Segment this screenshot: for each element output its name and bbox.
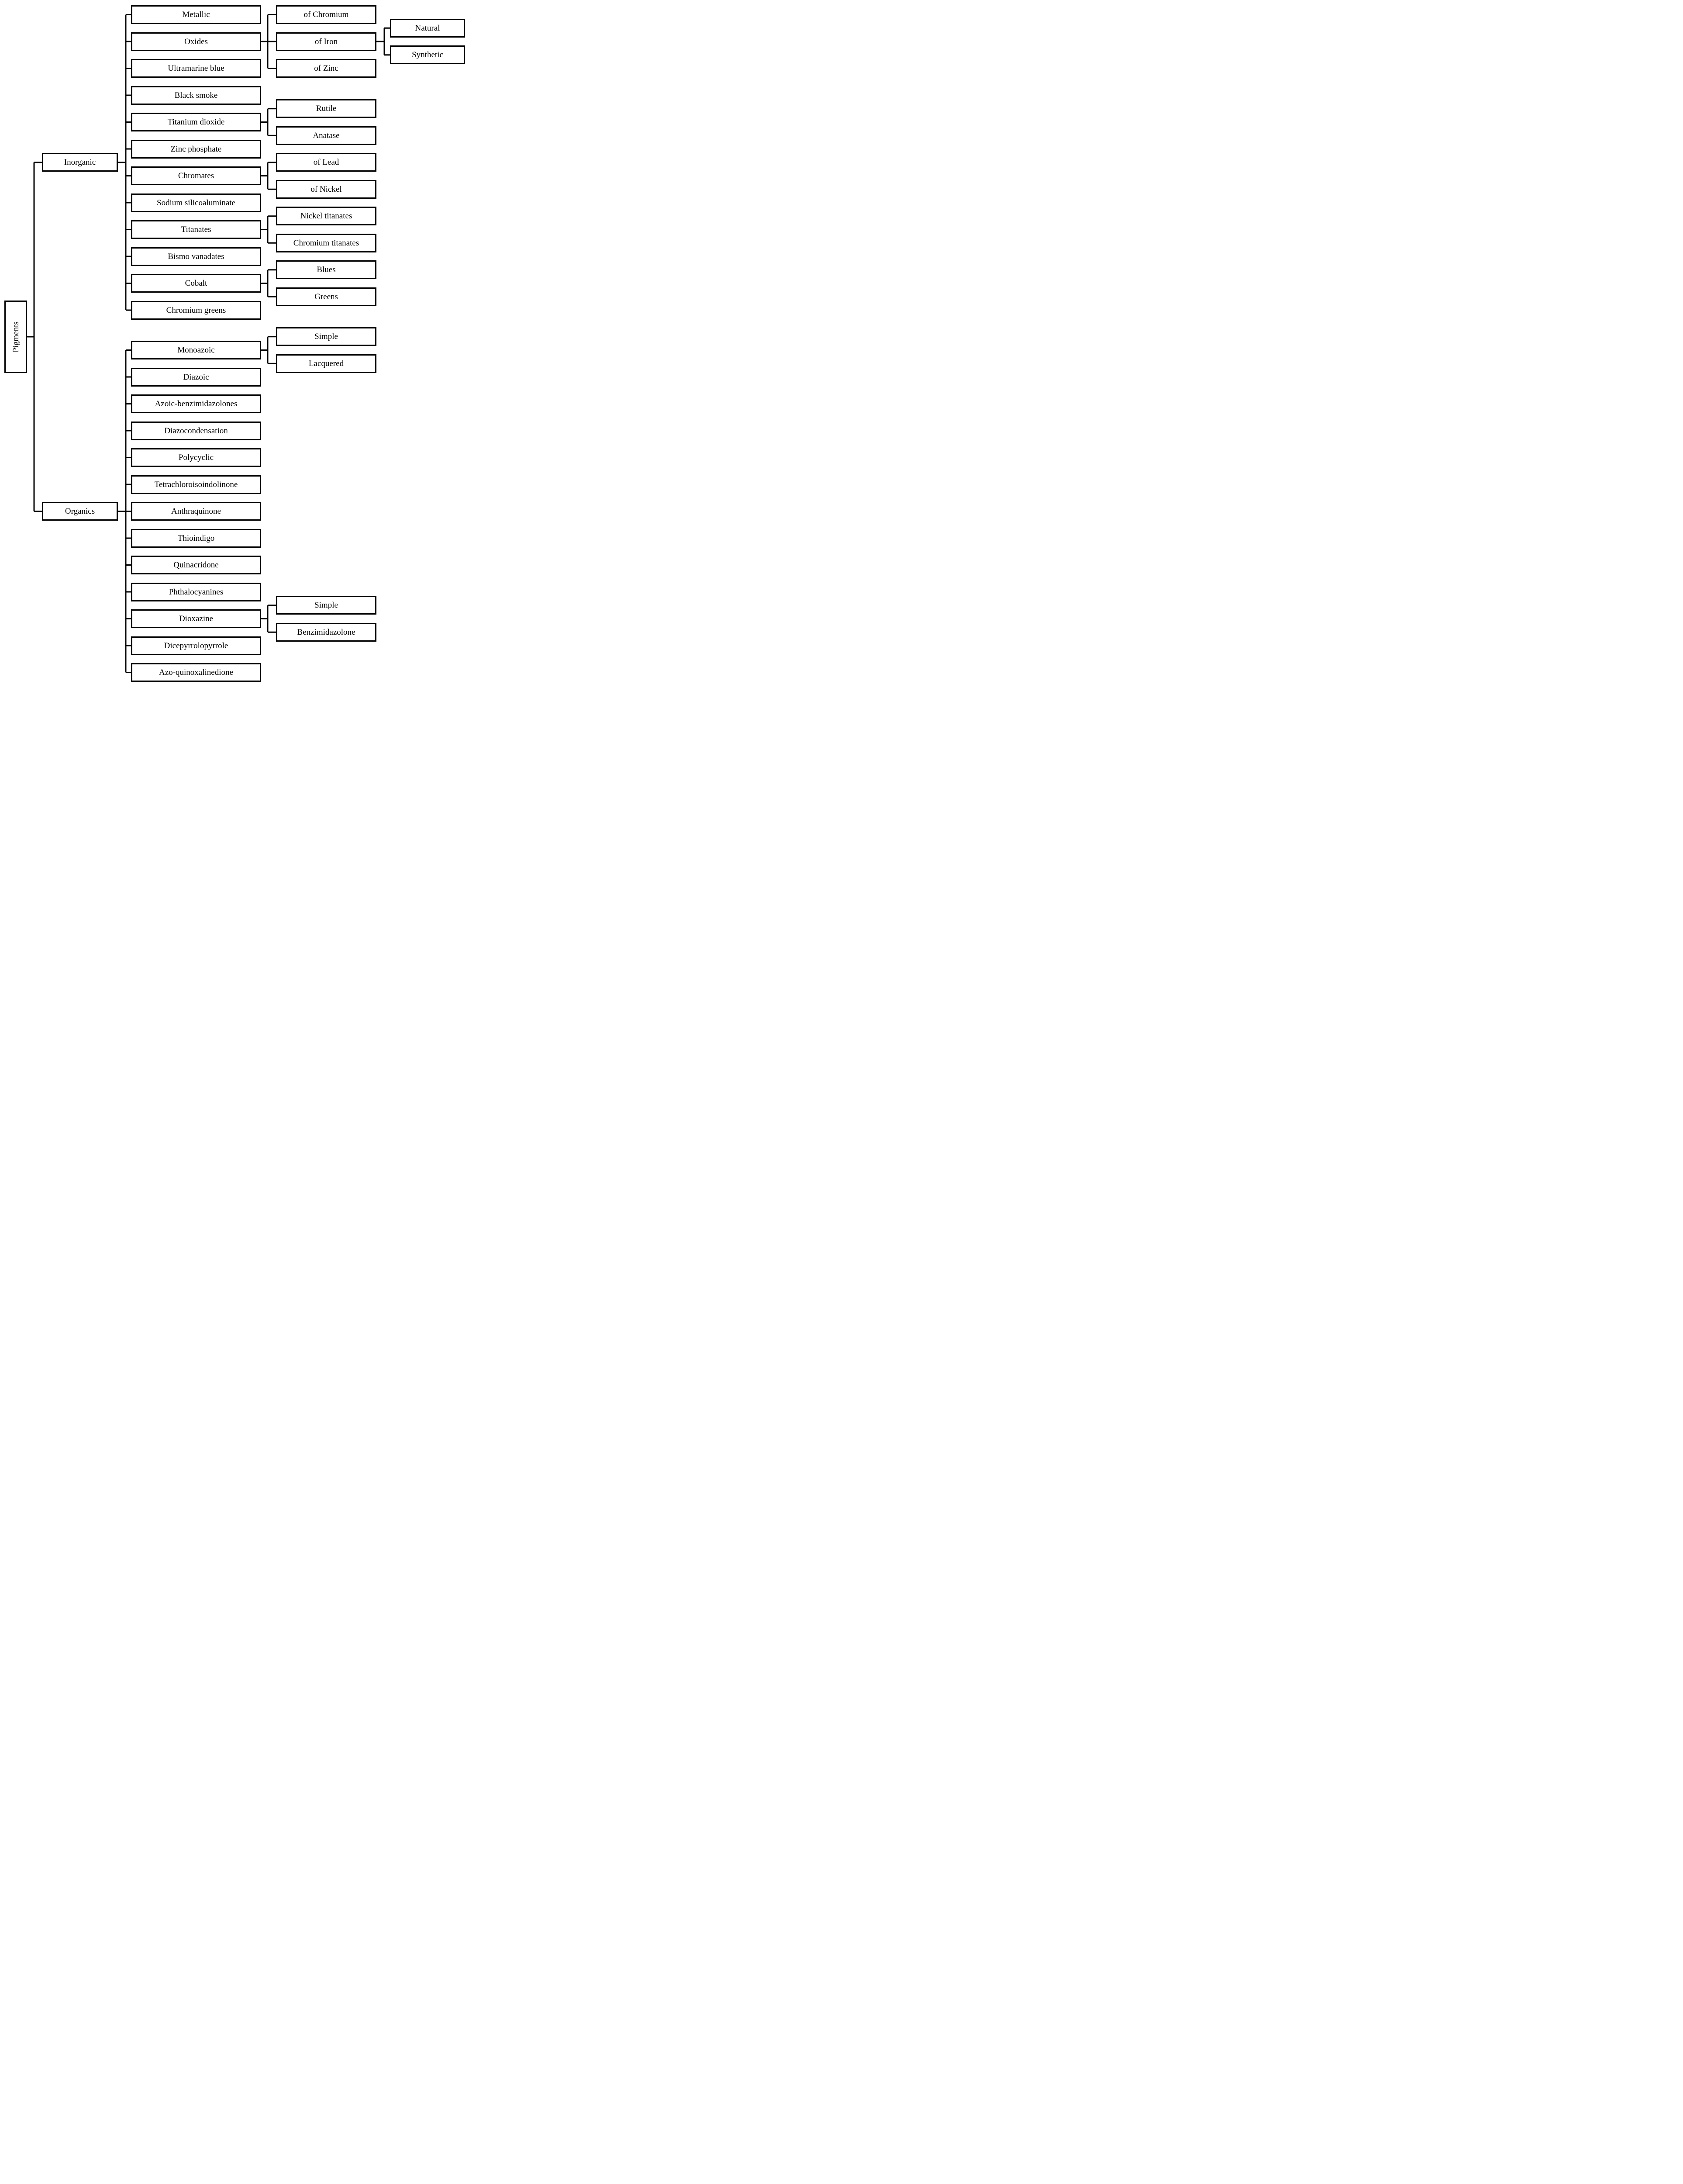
node-benzimidazolone: Benzimidazolone: [276, 622, 376, 642]
node-sodium-silicoaluminate: Sodium silicoaluminate: [131, 193, 261, 212]
node-chromates: Chromates: [131, 166, 261, 185]
node-thioindigo: Thioindigo: [131, 529, 261, 548]
node-bismo-vanadates: Bismo vanadates: [131, 247, 261, 266]
node-titanates: Titanates: [131, 220, 261, 239]
node-of-iron: of Iron: [276, 32, 376, 51]
node-of-nickel: of Nickel: [276, 180, 376, 199]
node-nickel-titanates: Nickel titanates: [276, 207, 376, 226]
node-diazocondensation: Diazocondensation: [131, 421, 261, 440]
node-anthraquinone: Anthraquinone: [131, 502, 261, 521]
connector-lines: [27, 14, 390, 673]
node-polycyclic: Polycyclic: [131, 448, 261, 467]
node-chromium-titanates: Chromium titanates: [276, 233, 376, 252]
node-black-smoke: Black smoke: [131, 86, 261, 105]
connector-dioxazine-children: [261, 605, 276, 633]
node-organics: Organics: [42, 502, 118, 521]
node-of-lead: of Lead: [276, 153, 376, 172]
connector-oxides-children: [261, 14, 276, 69]
connector-titanium-dioxide-children: [261, 108, 276, 136]
node-of-zinc: of Zinc: [276, 59, 376, 78]
node-ultramarine-blue: Ultramarine blue: [131, 59, 261, 78]
node-metallic: Metallic: [131, 5, 261, 24]
node-pigments-label: Pigments: [11, 321, 21, 352]
connector-organics-children: [118, 349, 131, 673]
node-lacquered: Lacquered: [276, 354, 376, 373]
node-greens: Greens: [276, 287, 376, 306]
node-anatase: Anatase: [276, 126, 376, 145]
connector-cobalt-children: [261, 269, 276, 297]
connector-chromates-children: [261, 162, 276, 190]
node-blues: Blues: [276, 260, 376, 280]
node-cobalt: Cobalt: [131, 274, 261, 293]
node-simple-monoazoic: Simple: [276, 327, 376, 346]
node-synthetic: Synthetic: [390, 45, 465, 65]
node-titanium-dioxide: Titanium dioxide: [131, 113, 261, 131]
node-azo-quinoxalinedione: Azo-quinoxalinedione: [131, 663, 261, 682]
node-quinacridone: Quinacridone: [131, 556, 261, 574]
node-simple-dioxazine: Simple: [276, 596, 376, 615]
node-chromium-greens: Chromium greens: [131, 301, 261, 320]
connector-pigments-branches: [27, 162, 42, 512]
node-inorganic: Inorganic: [42, 153, 118, 172]
node-dicepyrrolopyrrole: Dicepyrrolopyrrole: [131, 636, 261, 655]
node-oxides: Oxides: [131, 32, 261, 51]
node-natural: Natural: [390, 18, 465, 38]
node-rutile: Rutile: [276, 99, 376, 118]
connector-monoazoic-children: [261, 336, 276, 364]
connector-inorganic-children: [118, 14, 131, 311]
node-phthalocyanines: Phthalocyanines: [131, 582, 261, 601]
pigments-taxonomy-diagram: Pigments Inorganic Organics Metallic Oxi…: [0, 0, 472, 687]
node-zinc-phosphate: Zinc phosphate: [131, 139, 261, 159]
node-pigments: Pigments: [4, 301, 27, 373]
node-azoic-benzimidazolones: Azoic-benzimidazolones: [131, 394, 261, 413]
node-dioxazine: Dioxazine: [131, 609, 261, 628]
node-monoazoic: Monoazoic: [131, 341, 261, 359]
connector-of-iron-children: [376, 27, 390, 56]
node-diazoic: Diazoic: [131, 367, 261, 387]
connector-titanates-children: [261, 215, 276, 244]
node-of-chromium: of Chromium: [276, 5, 376, 24]
node-tetrachloroisoindolinone: Tetrachloroisoindolinone: [131, 475, 261, 494]
